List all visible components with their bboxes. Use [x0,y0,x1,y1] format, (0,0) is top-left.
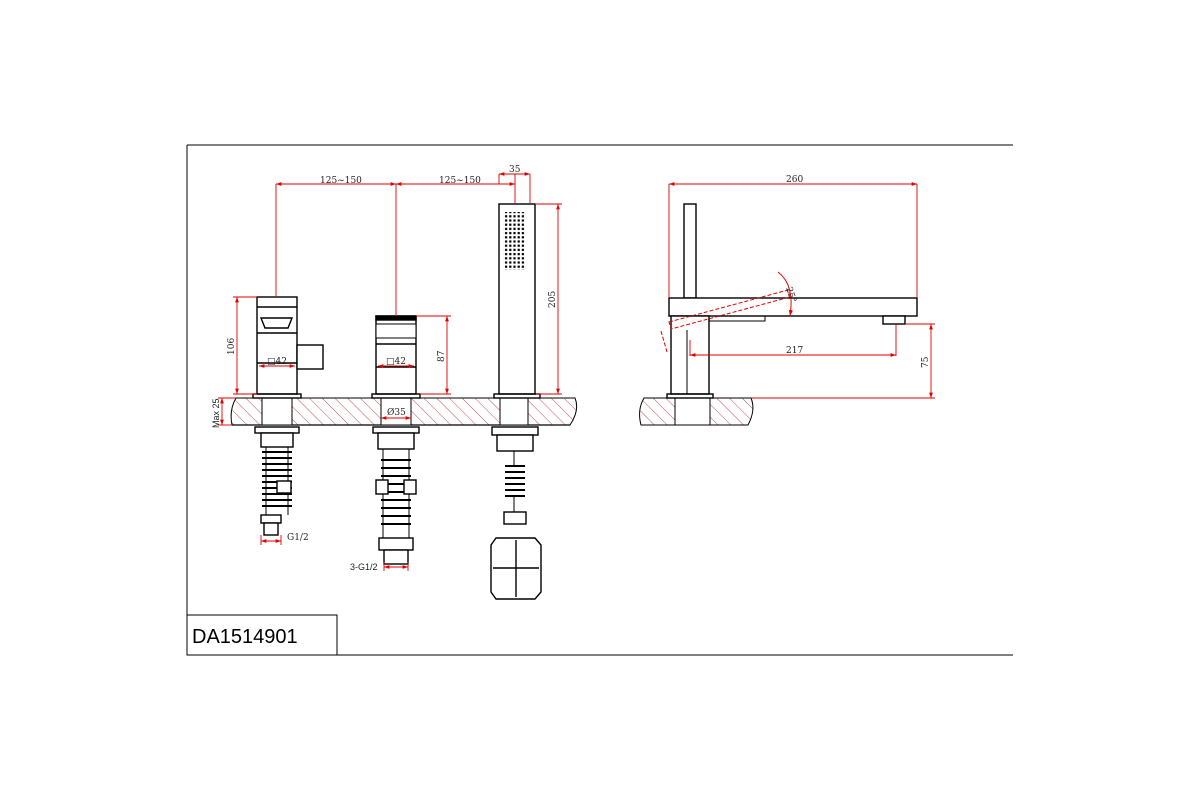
dim-mixer-height: 106 [227,338,237,355]
hand-shower-front [490,203,542,600]
dim-diverter-square: □42 [386,357,406,367]
dim-mixer-square: □42 [267,357,287,367]
dim-inlet-triple: 3-G1/2 [350,562,378,572]
dimension-lines [218,172,935,571]
diverter-front [371,315,421,565]
dim-lever-angle: 25° [783,286,797,304]
dim-diverter-height: 87 [437,350,447,362]
deck-side [639,397,754,426]
dim-spout-reach: 217 [786,346,803,356]
drawing-code: DA1514901 [192,626,298,648]
dim-hole-diameter: Ø35 [387,407,406,418]
dim-max-deck: Max 25 [211,398,221,428]
dim-side-length: 260 [786,175,803,185]
dim-spacing-right: 125~150 [439,176,481,186]
dim-shower-height: 205 [548,291,558,308]
dimension-labels: 125~150 125~150 35 205 106 87 □42 □42 Ø3… [211,165,931,572]
dim-spacing-left: 125~150 [320,176,362,186]
dim-spout-height: 75 [921,356,931,368]
lever-raised-outline [660,271,794,353]
title-block: DA1514901 [186,614,338,656]
mixer-front [252,296,324,536]
deck-front [230,397,578,426]
dim-shower-width: 35 [509,165,521,175]
dim-inlet-single: G1/2 [287,533,309,543]
